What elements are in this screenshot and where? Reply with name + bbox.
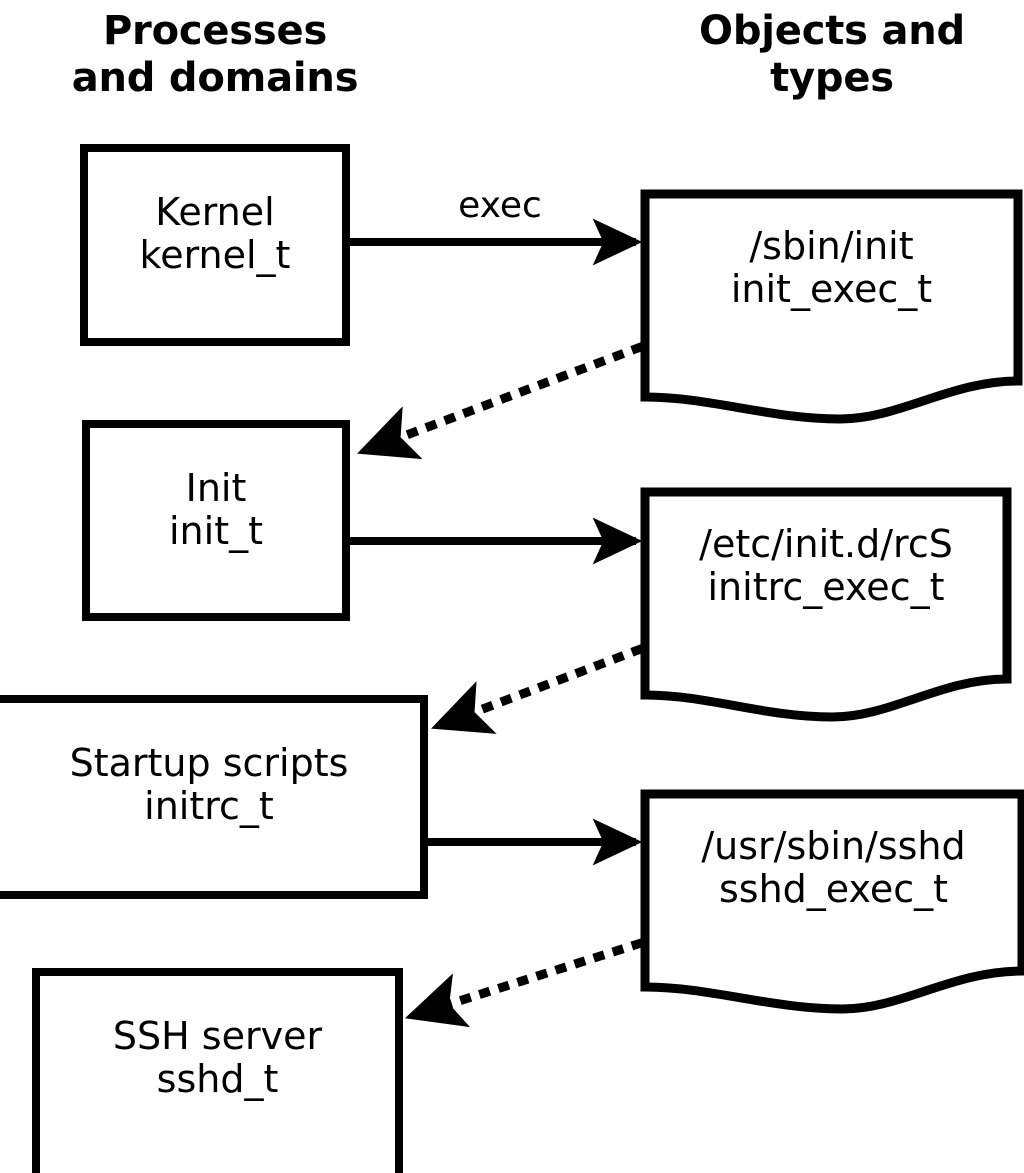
- object-doc-initrc-exec[interactable]: [640, 487, 1012, 722]
- process-box-sshd[interactable]: [32, 968, 403, 1173]
- object-doc-sshd-exec[interactable]: [640, 789, 1024, 1014]
- process-label-kernel-type: kernel_t: [139, 232, 291, 277]
- process-box-init[interactable]: [82, 420, 350, 621]
- edge-sshd-exec-to-sshd: [404, 938, 644, 1028]
- process-box-initrc[interactable]: [0, 695, 428, 899]
- column-header-processes: Processes and domains: [35, 8, 395, 102]
- edge-init-exec-to-init: [357, 342, 644, 460]
- column-header-objects: Objects and types: [648, 8, 1016, 102]
- object-label-init-exec-type: init_exec_t: [730, 266, 933, 311]
- object-label-initrc-exec-path: /etc/init.d/rcS: [699, 522, 953, 566]
- object-label-initrc-exec: /etc/init.d/rcS initrc_exec_t: [645, 523, 1007, 609]
- column-header-processes-line1: Processes: [102, 8, 328, 54]
- process-label-initrc-type: initrc_t: [144, 783, 274, 828]
- process-label-initrc: Startup scripts initrc_t: [0, 742, 418, 828]
- column-header-objects-line2: types: [770, 55, 894, 102]
- object-label-init-exec: /sbin/init init_exec_t: [645, 225, 1018, 311]
- process-box-kernel[interactable]: [80, 144, 350, 346]
- process-label-sshd: SSH server sshd_t: [36, 1015, 399, 1101]
- object-label-sshd-exec: /usr/sbin/sshd sshd_exec_t: [645, 825, 1022, 911]
- process-label-kernel: Kernel kernel_t: [84, 191, 346, 277]
- process-label-sshd-type: sshd_t: [156, 1056, 279, 1101]
- object-label-sshd-exec-type: sshd_exec_t: [718, 866, 948, 911]
- column-header-objects-line1: Objects and: [699, 8, 965, 54]
- process-label-init: Init init_t: [86, 467, 346, 553]
- process-label-init-type: init_t: [169, 508, 263, 553]
- process-label-kernel-name: Kernel: [155, 190, 275, 234]
- object-label-init-exec-path: /sbin/init: [749, 224, 914, 268]
- object-label-initrc-exec-type: initrc_exec_t: [707, 564, 945, 609]
- edge-label-exec: exec: [458, 185, 542, 226]
- column-header-processes-line2: and domains: [71, 55, 359, 102]
- object-label-sshd-exec-path: /usr/sbin/sshd: [701, 824, 966, 868]
- process-label-sshd-name: SSH server: [112, 1014, 323, 1058]
- edge-initrc-exec-to-initrc: [431, 644, 644, 734]
- object-doc-init-exec[interactable]: [640, 189, 1023, 424]
- process-label-init-name: Init: [185, 466, 247, 510]
- process-label-initrc-name: Startup scripts: [69, 741, 349, 785]
